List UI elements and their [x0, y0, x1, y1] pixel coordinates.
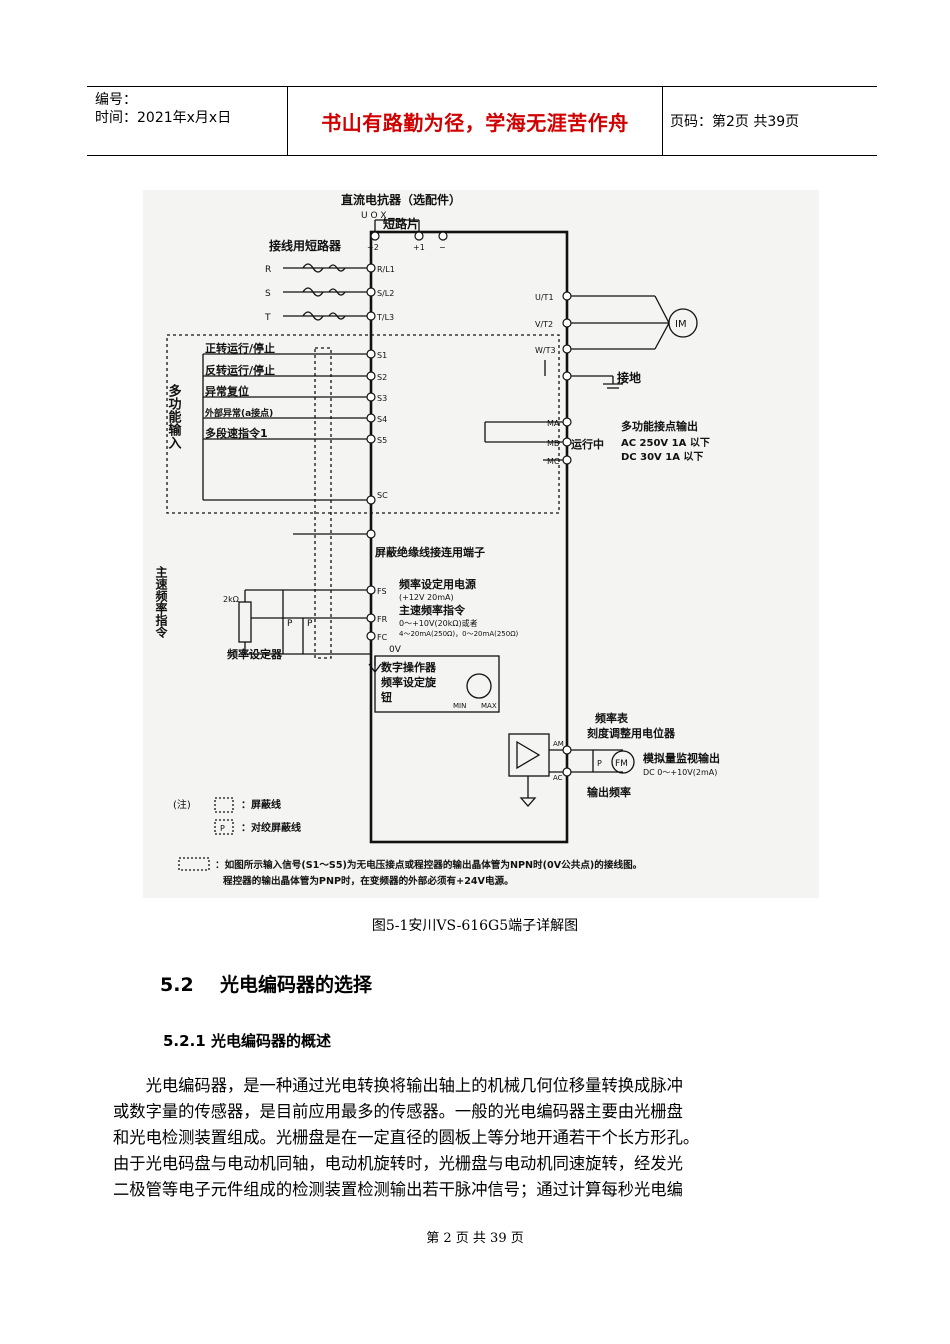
label-FR: FR — [377, 615, 388, 624]
label-footnote2: 程控器的输出晶体管为PNP时，在变频器的外部必须有+24V电源。 — [223, 875, 514, 887]
label-freq-setter: 频率设定器 — [227, 647, 283, 661]
label-freq-power: 频率设定用电源 — [399, 577, 476, 591]
paragraph-line: 由于光电码盘与电动机同轴，电动机旋转时，光栅盘与电动机同速旋转，经发光 — [113, 1154, 683, 1173]
label-2k: 2kΩ — [223, 595, 239, 604]
label-AM: AM — [553, 740, 564, 748]
label-plus1: +1 — [413, 243, 425, 252]
label-S1: S1 — [377, 351, 387, 360]
label-SL2: S/L2 — [377, 289, 394, 298]
number-label: 编号： — [95, 92, 137, 108]
page-footer: 第 2 页 共 39 页 — [426, 1231, 524, 1246]
label-in1: 正转运行/停止 — [205, 341, 275, 355]
label-u-x: U O X — [361, 211, 387, 221]
label-UT1: U/T1 — [535, 293, 554, 302]
label-S2: S2 — [377, 373, 387, 382]
label-main-freq: 主速频率指令 — [154, 565, 168, 639]
label-plus2: +2 — [367, 243, 379, 252]
label-power-spec: (+12V 20mA) — [399, 593, 454, 602]
time-label: 时间：2021年x月x日 — [95, 110, 232, 126]
label-digital-op1: 数字操作器 — [381, 660, 437, 674]
label-ac-spec: AC 250V 1A 以下 — [621, 437, 710, 449]
label-in2: 反转运行/停止 — [205, 363, 275, 377]
label-S5: S5 — [377, 436, 387, 445]
label-dc-spec: DC 30V 1A 以下 — [621, 451, 703, 463]
label-contact-out: 多功能接点输出 — [621, 419, 698, 433]
label-in3: 异常复位 — [205, 384, 249, 398]
label-wiring-breaker: 接线用短路器 — [269, 238, 342, 253]
label-MC: MC — [547, 457, 560, 466]
label-footnote1: ：如图所示输入信号(S1～S5)为无电压接点或程控器的输出晶体管为NPN时(0V… — [215, 859, 642, 871]
label-AC: AC — [553, 774, 563, 782]
paragraph-line: 二极管等电子元件组成的检测装置检测输出若干脉冲信号；通过计算每秒光电编 — [113, 1180, 683, 1199]
terminal-diagram: 直流电抗器（选配件） U O X 短路片 +2 +1 − 接线用短路器 R S … — [154, 192, 720, 887]
label-WT3: W/T3 — [535, 346, 556, 355]
section-title: 光电编码器的选择 — [220, 974, 373, 996]
label-0v: 0V — [389, 645, 402, 655]
section-number: 5.2 — [160, 974, 194, 996]
label-dc-reactor: 直流电抗器（选配件） — [341, 192, 461, 207]
header-motto-cell: 书山有路勤为径，学海无涯苦作舟 — [287, 87, 663, 155]
label-analog-out: 模拟量监视输出 — [643, 751, 720, 765]
label-running: 运行中 — [571, 437, 604, 451]
label-P1: P — [287, 619, 293, 629]
label-MB: MB — [547, 439, 559, 448]
label-P2: P — [307, 619, 313, 629]
label-P3: P — [597, 759, 602, 768]
label-S3: S3 — [377, 394, 387, 403]
label-VT2: V/T2 — [535, 320, 553, 329]
label-ground: 接地 — [617, 370, 641, 385]
label-SC: SC — [377, 491, 388, 500]
page-info: 页码：第2页 共39页 — [670, 114, 800, 130]
label-MA: MA — [547, 419, 560, 428]
label-FC: FC — [377, 633, 388, 642]
label-RL1: R/L1 — [377, 265, 395, 274]
label-TL3: T/L3 — [376, 313, 394, 322]
header-left-cell: 编号： 时间：2021年x月x日 — [87, 87, 287, 155]
label-in4: 外部异常(a接点) — [204, 407, 273, 419]
label-in5: 多段速指令1 — [205, 426, 268, 440]
label-cmd-spec1: 0～+10V(20kΩ)或者 — [399, 618, 478, 628]
label-out-freq: 输出频率 — [587, 785, 631, 799]
label-shield-term: 屏蔽绝缘线接连用端子 — [375, 545, 485, 559]
paragraph-line: 或数字量的传感器，是目前应用最多的传感器。一般的光电编码器主要由光栅盘 — [113, 1102, 683, 1121]
label-scale-pot: 刻度调整用电位器 — [587, 726, 676, 740]
subsection-number: 5.2.1 — [163, 1032, 206, 1050]
paragraph-line: 和光电检测装置组成。光栅盘是在一定直径的圆板上等分地开通若干个长方形孔。 — [113, 1128, 700, 1147]
label-min: MIN — [453, 702, 466, 710]
paragraph-line: 光电编码器，是一种通过光电转换将输出轴上的机械几何位移量转换成脉冲 — [113, 1076, 683, 1095]
label-R: R — [265, 265, 271, 275]
motto: 书山有路勤为径，学海无涯苦作舟 — [321, 110, 629, 135]
label-P4: P — [220, 824, 225, 833]
label-max: MAX — [481, 702, 497, 710]
label-IM: IM — [675, 319, 687, 330]
label-minus: − — [439, 243, 446, 252]
header-table: 编号： 时间：2021年x月x日 书山有路勤为径，学海无涯苦作舟 页码：第2页 … — [87, 86, 877, 156]
section-heading: 5.2 光电编码器的选择 — [160, 970, 372, 997]
label-digital-op2: 频率设定旋 — [381, 675, 437, 689]
subsection-title: 光电编码器的概述 — [210, 1032, 331, 1050]
figure-caption: 图5-1安川VS-616G5端子详解图 — [371, 918, 579, 934]
subsection-heading: 5.2.1 光电编码器的概述 — [163, 1030, 331, 1051]
label-main-cmd: 主速频率指令 — [399, 603, 466, 617]
label-cmd-spec2: 4～20mA(250Ω)，0～20mA(250Ω) — [399, 630, 519, 638]
label-FS: FS — [377, 587, 387, 596]
label-analog-spec: DC 0～+10V(2mA) — [643, 768, 717, 777]
label-twisted-line: ：对绞屏蔽线 — [241, 821, 301, 834]
header-page-cell: 页码：第2页 共39页 — [662, 87, 877, 155]
label-multi-input: 多功能输入 — [166, 383, 182, 449]
label-digital-op3: 钮 — [381, 690, 392, 704]
body-paragraph: 光电编码器，是一种通过光电转换将输出轴上的机械几何位移量转换成脉冲 或数字量的传… — [113, 1073, 843, 1203]
label-note: (注) — [173, 798, 191, 811]
label-S4: S4 — [377, 415, 387, 424]
label-FM: FM — [615, 759, 628, 769]
label-shield-line: ：屏蔽线 — [241, 798, 281, 811]
label-T: T — [264, 313, 271, 323]
terminal-diagram-figure: 直流电抗器（选配件） U O X 短路片 +2 +1 − 接线用短路器 R S … — [143, 190, 819, 898]
label-freq-meter: 频率表 — [595, 711, 629, 725]
label-S: S — [265, 289, 271, 299]
label-short-bar: 短路片 — [383, 216, 419, 231]
